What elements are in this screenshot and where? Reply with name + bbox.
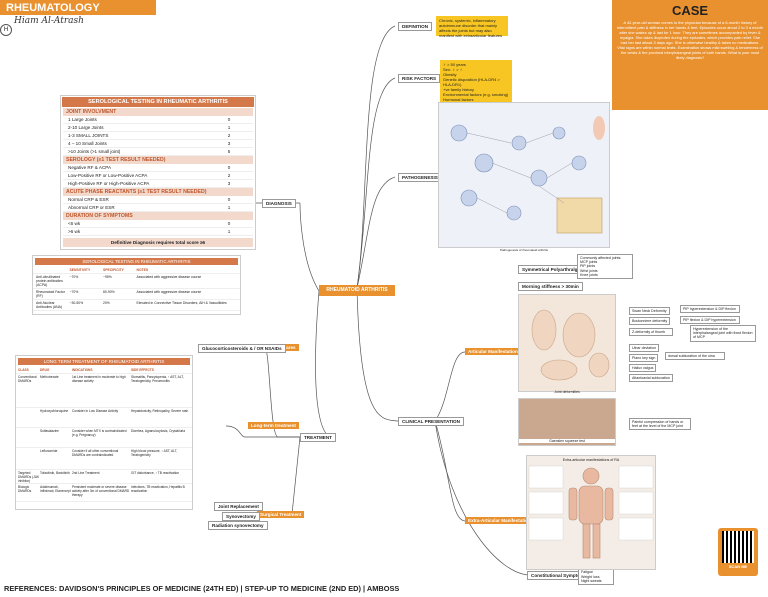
surgical-item: Radiation synovectomy <box>208 521 268 530</box>
long-term-node: Long-term treatment <box>248 422 299 429</box>
deformity-hallux: Hallux valgus <box>629 364 657 373</box>
risk-item: ♀ > 50 years <box>443 62 466 67</box>
surgical-item: Joint Replacement <box>214 502 263 511</box>
qr-code[interactable]: SCAN ME <box>718 528 758 576</box>
case-panel: CASE A 42-year-old woman comes to the ph… <box>612 0 768 110</box>
score-footer: Definitive Diagnosis requires total scor… <box>63 238 253 247</box>
squeeze-test-image: Gaenslen squeeze test <box>518 398 616 446</box>
deformity-piano-key-desc: dorsal subluxation of the ulna <box>665 352 725 361</box>
qr-label: SCAN ME <box>728 564 748 569</box>
deformity-z-thumb-desc: Hyperextension of the interphalangeal jo… <box>690 325 756 342</box>
branch-definition: DEFINITION <box>398 22 433 31</box>
surgical-node: Surgical Treatment <box>257 511 305 518</box>
table-row: Anti-citrullinated protein antibodies (A… <box>33 274 240 289</box>
deformity-ulnar: Ulnar deviation <box>629 344 659 353</box>
acute-drug-node: Glucocorticosteroids & / OR NSAIDs <box>198 344 286 353</box>
deformity-boutonniere-desc: PIP flexion & DIP hyperextension <box>680 316 740 325</box>
extra-articular-node: Extra-Articular Manifestations <box>465 517 537 524</box>
risk-item: Obesity <box>443 72 457 77</box>
pathogenesis-diagram: Pathogenesis of rheumatoid arthritis <box>438 102 610 252</box>
references: REFERENCES: DAVIDSON'S PRINCIPLES OF MED… <box>4 584 400 593</box>
sym-poly-node: Symmetrical Polyarthralgia <box>518 265 586 274</box>
case-title: CASE <box>671 3 709 18</box>
risk-item: Genetic disposition (HLA-DR4 > HLA-DR1) <box>443 77 500 87</box>
articular-node: Articular Manifestations <box>465 348 524 355</box>
deformity-piano-key: Piano key sign <box>629 354 659 363</box>
branch-risk-factors: RISK FACTORS <box>398 74 441 83</box>
antibody-title: SEROLOGICAL TESTING IN RHEUMATIC ARTHRIT… <box>35 258 238 265</box>
qr-pattern <box>722 531 754 563</box>
section-header: JOINT INVOLVMENT <box>63 108 253 116</box>
pathogenesis-caption: Pathogenesis of rheumatoid arthritis <box>499 248 549 252</box>
joint-deformities-caption: Joint deformities <box>554 390 580 394</box>
table-row: Rheumatoid Factor (RF)~70%80-90%Associat… <box>33 289 240 300</box>
case-text: A 42-year-old woman comes to the physici… <box>617 20 763 60</box>
pathogenesis-illustration <box>450 116 605 234</box>
extra-articular-title: Extra-articular manifestations of RA <box>562 458 620 462</box>
body-illustration <box>528 465 654 559</box>
hand-illustration <box>531 309 610 381</box>
treatment-title: LONG TERM TREATMENT OF RHEUMATOID ARTHRI… <box>18 358 190 365</box>
page-title: RHEUMATOLOGY <box>0 0 156 15</box>
risk-factors-box: ♀ > 50 years Sex: ♀ > ♂ Obesity Genetic … <box>440 60 512 107</box>
branch-diagnosis: DIAGNOSIS <box>262 199 296 208</box>
definition-box: Chronic, systemic, inflammatory autoimmu… <box>436 16 508 38</box>
risk-item: Sex: ♀ > ♂ <box>443 67 463 72</box>
morning-stiffness-node: Morning stiffness > 30min <box>518 282 583 291</box>
author-logo: H <box>0 24 12 36</box>
deformity-swan-neck: Swan Neck Deformity <box>629 307 670 316</box>
joint-deformities-image: Joint deformities <box>518 294 616 394</box>
surgical-item: Synovectomy <box>222 512 260 521</box>
section-header: SEROLOGY (≥1 TEST RESULT NEEDED) <box>63 156 253 164</box>
serology-score-table: SEROLOGICAL TESTING IN RHEUMATIC ARTHRIT… <box>60 95 256 250</box>
antibody-table: SEROLOGICAL TESTING IN RHEUMATIC ARTHRIT… <box>32 255 241 315</box>
squeeze-caption: Gaenslen squeeze test <box>519 439 615 443</box>
section-header: ACUTE PHASE REACTANTS (≥1 TEST RESULT NE… <box>63 188 253 196</box>
section-header: DURATION OF SYMPTOMS <box>63 212 253 220</box>
long-term-treatment-table: LONG TERM TREATMENT OF RHEUMATOID ARTHRI… <box>15 355 193 510</box>
deformity-z-thumb: Z-deformity of thumb <box>629 328 673 337</box>
table-row: Anti-Nuclear Antibodies (ANA)~30-50%20%E… <box>33 300 240 311</box>
branch-pathogenesis: PATHOGENESIS <box>398 173 442 182</box>
author-signature: Hiam Al-Atrash <box>14 16 84 26</box>
deformity-atlantoaxial: Atlantoaxial subluxation <box>629 374 673 383</box>
extra-articular-figure: Extra-articular manifestations of RA <box>526 455 656 570</box>
serology-title: SEROLOGICAL TESTING IN RHEUMATIC ARTHRIT… <box>62 97 254 107</box>
branch-clinical: CLINICAL PRESENTATION <box>398 417 464 426</box>
central-topic: RHEUMATOID ARTHRITIS <box>319 285 395 296</box>
risk-item: Environmental factors (e.g. smoking) <box>443 92 509 97</box>
squeeze-desc: Painful compression of hands or feet at … <box>629 418 691 431</box>
risk-item: Hormonal factors <box>443 97 474 102</box>
risk-item: +ve family history <box>443 87 475 92</box>
table-row: >10 Joints (>1 small joint)5 <box>63 148 253 156</box>
table-row: Targeted DMARDs (JAK inhibitor)Tofacitin… <box>16 470 192 484</box>
deformity-swan-neck-desc: PIP hyperextension & DIP flexion <box>680 305 740 314</box>
deformity-boutonniere: Boutonniere deformity <box>629 317 671 326</box>
branch-treatment: TREATMENT <box>300 433 336 442</box>
